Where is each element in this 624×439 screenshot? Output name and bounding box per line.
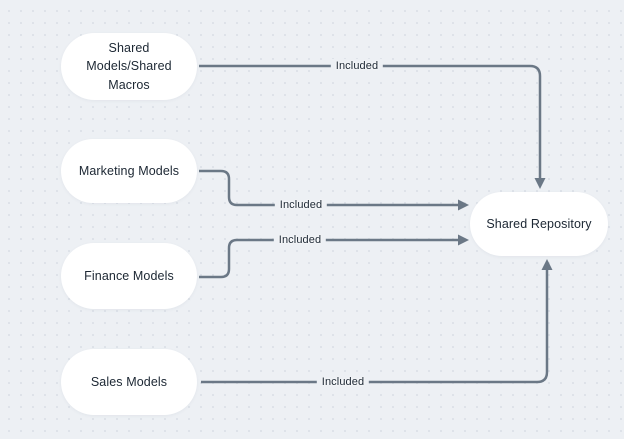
- node-label: Shared Models/Shared Macros: [86, 41, 172, 92]
- node-sales-models: Sales Models: [61, 349, 197, 415]
- arrowhead-down-icon: [534, 178, 546, 189]
- arrowhead-right-icon: [458, 234, 469, 246]
- node-marketing-models: Marketing Models: [61, 139, 197, 203]
- node-finance-models: Finance Models: [61, 243, 197, 309]
- edge-shared-models-to-repository: [199, 64, 542, 179]
- edge-label-included: Included: [273, 233, 327, 247]
- node-shared-models-shared-macros: Shared Models/Shared Macros: [61, 33, 197, 100]
- edge-marketing-to-repository: [199, 169, 459, 207]
- arrowhead-up-icon: [541, 259, 553, 270]
- node-label: Marketing Models: [78, 163, 180, 178]
- node-label: Shared Repository: [486, 216, 592, 231]
- edge-label-included: Included: [330, 59, 384, 73]
- edge-sales-to-repository: [201, 269, 549, 384]
- node-shared-repository: Shared Repository: [470, 192, 608, 256]
- node-label: Finance Models: [84, 268, 174, 283]
- edge-finance-to-repository: [199, 238, 459, 279]
- edge-label-included: Included: [316, 375, 370, 389]
- arrowhead-right-icon: [458, 199, 469, 211]
- node-label: Sales Models: [90, 374, 168, 389]
- edge-label-included: Included: [274, 198, 328, 212]
